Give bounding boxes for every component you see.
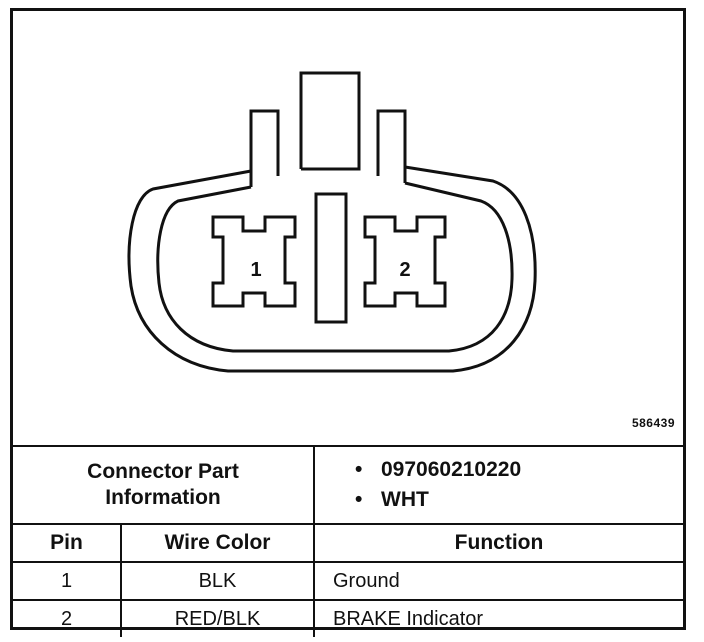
cpi-line-2: Information	[105, 486, 221, 509]
part-number-line: • 097060210220	[355, 455, 683, 485]
pin-cell: 1	[13, 561, 122, 601]
connector-housing-outer	[127, 165, 537, 373]
pin-cell: 2	[13, 599, 122, 637]
table-header-row: Pin Wire Color Function	[13, 523, 683, 563]
connector-part-info-row: Connector Part Information • 097060210220…	[13, 445, 683, 525]
table-row: 1 BLK Ground	[13, 561, 683, 601]
pin-1-label: 1	[250, 259, 261, 281]
header-pin: Pin	[13, 523, 122, 563]
part-color: WHT	[381, 488, 429, 511]
connector-drawing: 1 2	[127, 71, 537, 373]
connector-housing-inner	[156, 181, 514, 353]
right-latch-tab	[376, 109, 407, 183]
pin-1-cavity	[211, 215, 297, 308]
bullet-icon: •	[355, 488, 363, 511]
wire-color-cell: BLK	[120, 561, 315, 601]
function-cell: Ground	[313, 561, 683, 601]
connector-info-table: Connector Part Information • 097060210220…	[13, 445, 683, 637]
pin-2-label: 2	[399, 259, 410, 281]
left-latch-tab	[249, 109, 280, 187]
connector-diagram-frame: 1 2 586439 Connector Part Information • 0…	[10, 8, 686, 637]
pin-2-cavity	[363, 215, 447, 308]
figure-id: 586439	[631, 416, 675, 430]
bullet-icon: •	[355, 458, 363, 481]
header-wire-color: Wire Color	[120, 523, 315, 563]
center-divider-slot	[314, 192, 348, 324]
header-function: Function	[313, 523, 683, 563]
connector-part-info-label: Connector Part Information	[13, 445, 315, 525]
part-details: • 097060210220 • WHT	[313, 445, 683, 525]
part-number: 097060210220	[381, 458, 522, 481]
wire-color-cell: RED/BLK	[120, 599, 315, 637]
table-row: 2 RED/BLK BRAKE Indicator	[13, 599, 683, 637]
center-key-tab	[299, 71, 361, 171]
function-cell: BRAKE Indicator	[313, 599, 683, 637]
part-color-line: • WHT	[355, 485, 683, 515]
cpi-line-1: Connector Part	[87, 460, 239, 483]
